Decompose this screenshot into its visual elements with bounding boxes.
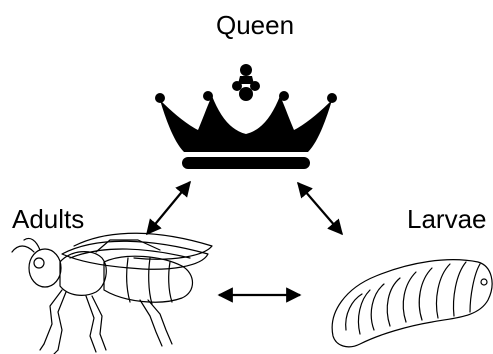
arrow-queen-adults bbox=[147, 182, 190, 234]
bee-icon bbox=[12, 233, 212, 354]
larva-icon bbox=[332, 260, 492, 347]
arrow-queen-larvae bbox=[298, 183, 342, 234]
crown-icon bbox=[155, 64, 337, 169]
